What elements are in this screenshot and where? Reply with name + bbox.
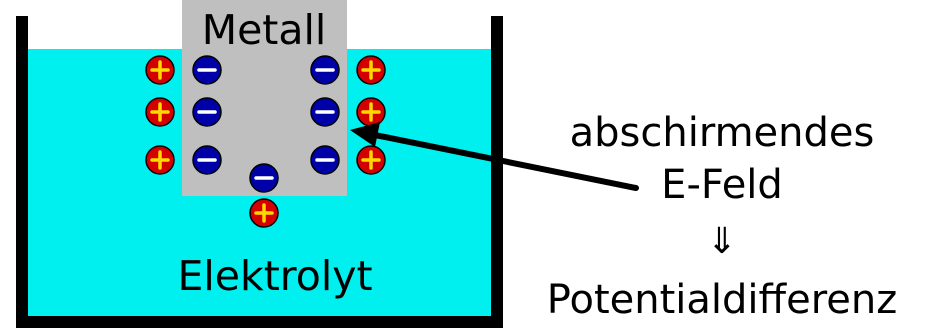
beaker-right-wall [491,16,503,328]
plus-ion-icon [356,55,386,85]
electrolyte-label: Elektrolyt [177,252,372,300]
metal-label: Metall [202,6,327,54]
minus-charge-icon [310,145,340,175]
plus-ion-icon [145,55,175,85]
field-arrow [350,122,639,191]
beaker [16,16,503,328]
beaker-bottom [16,316,503,328]
field-arrow-head [350,122,380,147]
minus-charge-icon [192,55,222,85]
beaker-left-wall [16,16,28,328]
result-label: Potentialdifferenz [547,277,897,323]
plus-ion-icon [145,97,175,127]
field-arrow-shaft [367,131,639,191]
plus-ion-icon [249,198,279,228]
implies-arrow-icon: ⇓ [707,221,737,262]
minus-charge-icon [192,145,222,175]
plus-ion-icon [356,97,386,127]
field-label-line1: abschirmendes [570,110,875,156]
minus-charge-icon [192,97,222,127]
plus-ion-icon [356,145,386,175]
ion-layer [145,55,386,228]
field-label-line2: E-Feld [661,162,783,208]
minus-charge-icon [249,163,279,193]
minus-charge-icon [310,55,340,85]
minus-charge-icon [310,97,340,127]
plus-ion-icon [145,145,175,175]
